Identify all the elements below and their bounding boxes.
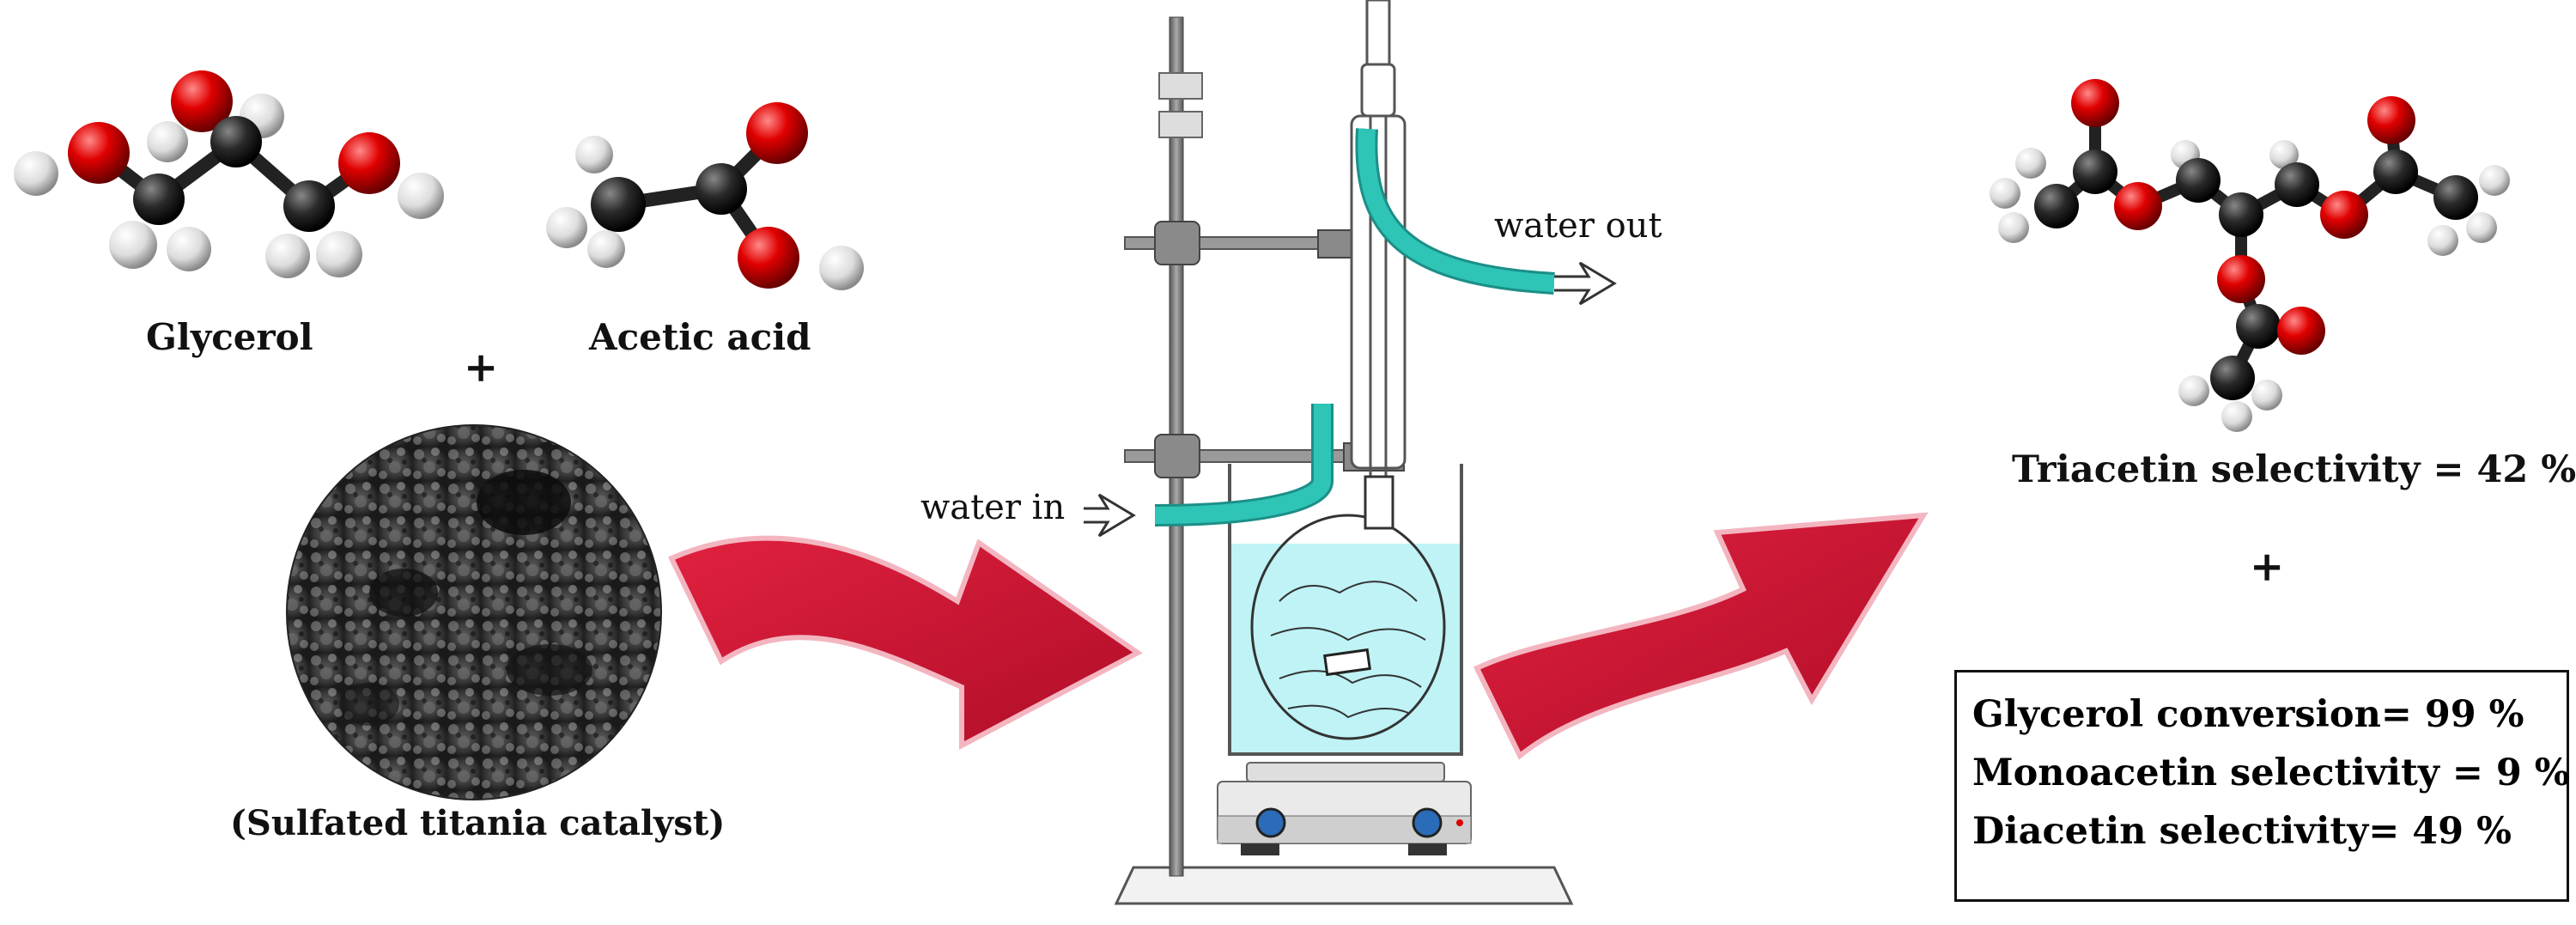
water-out-label: water out <box>1494 206 1662 246</box>
monoacetin-selectivity-text: Monoacetin selectivity = 9 % <box>1972 752 2570 794</box>
acetic-acid-molecule-icon <box>546 102 864 290</box>
product-plus-sign: + <box>2250 543 2285 591</box>
reactant-plus-sign: + <box>464 344 499 392</box>
diacetin-selectivity-text: Diacetin selectivity= 49 % <box>1972 810 2512 853</box>
glycerol-conversion-text: Glycerol conversion= 99 % <box>1972 693 2524 736</box>
left-arrow-icon <box>667 535 1143 750</box>
water-in-label: water in <box>920 488 1066 527</box>
acetic-acid-label: Acetic acid <box>589 316 811 358</box>
results-box: Glycerol conversion= 99 % Monoacetin sel… <box>1954 670 2570 902</box>
reflux-apparatus <box>1084 0 1617 905</box>
catalyst-label: (Sulfated titania catalyst) <box>230 803 726 843</box>
triacetin-molecule-icon <box>1990 79 2510 432</box>
glycerol-molecule-icon <box>14 70 444 278</box>
right-arrow-icon <box>1473 512 1929 760</box>
glycerol-label: Glycerol <box>146 316 313 358</box>
catalyst-sem-image <box>286 424 662 800</box>
triacetin-selectivity-label: Triacetin selectivity = 42 % <box>2012 448 2576 491</box>
